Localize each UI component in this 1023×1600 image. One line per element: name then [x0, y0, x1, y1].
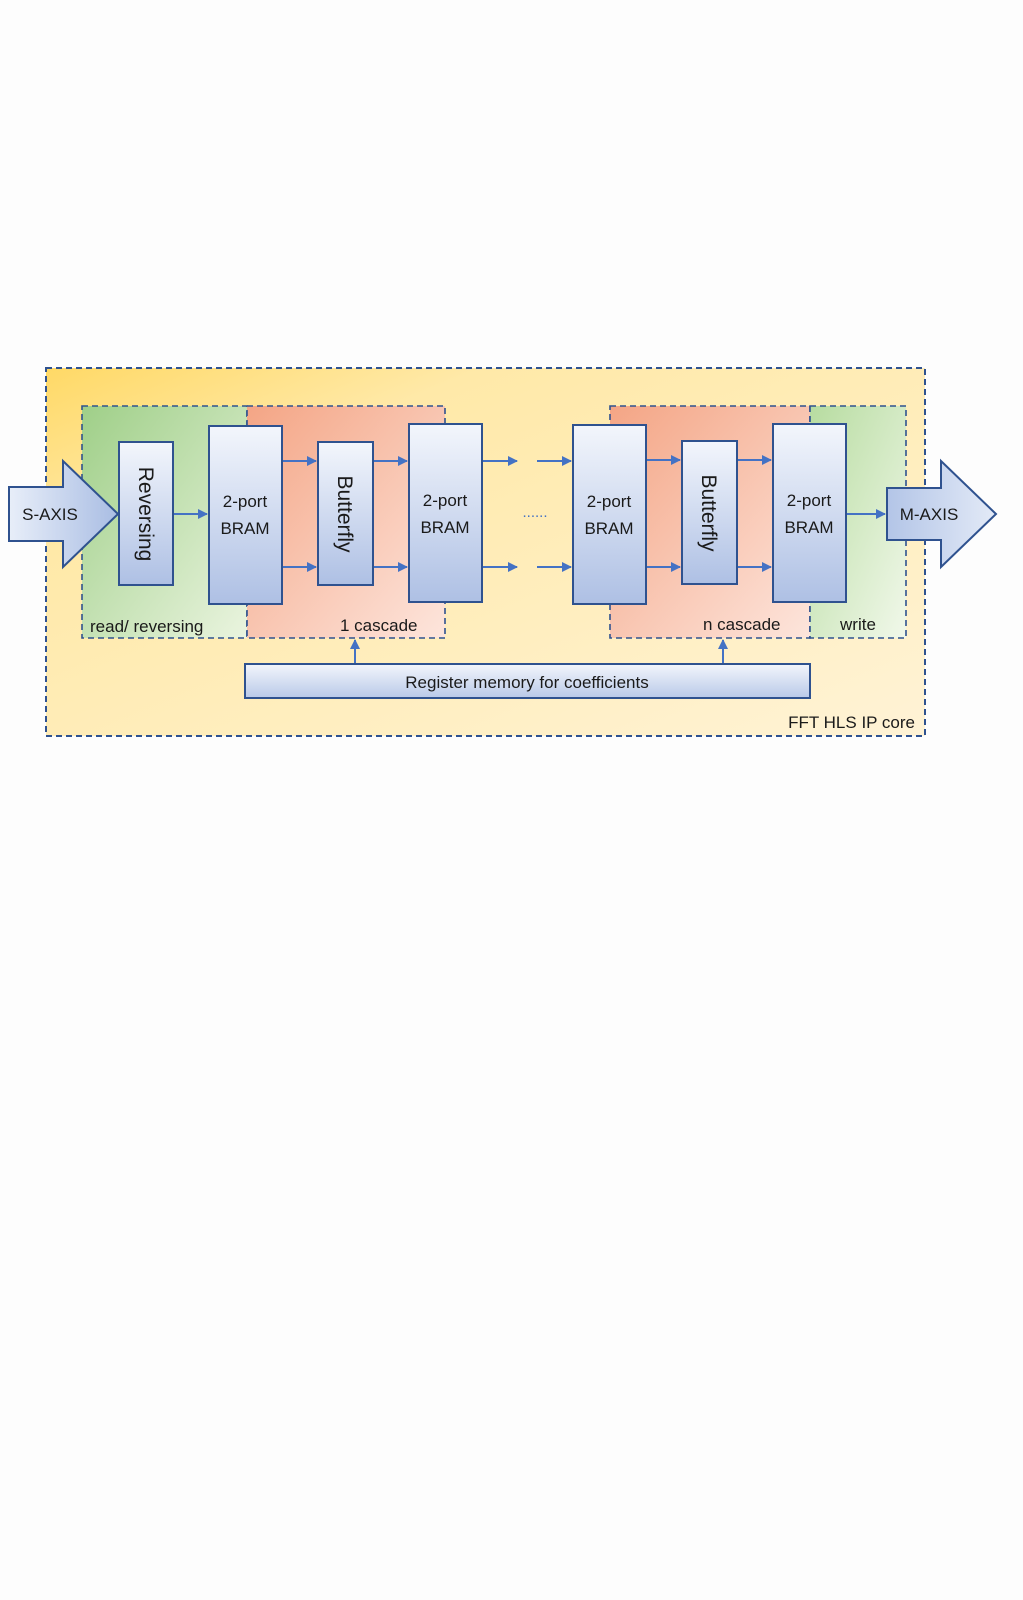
- ellipsis-label: ......: [522, 504, 547, 521]
- connection-arrows: [174, 455, 886, 663]
- s-axis-input-arrow: [8, 458, 120, 570]
- ip-core-label: FFT HLS IP core: [788, 713, 915, 732]
- butterfly-2-label: Butterfly: [697, 474, 720, 552]
- bram-3-label-line1: 2-port: [587, 492, 632, 511]
- bram-2-label-line1: 2-port: [423, 491, 468, 510]
- m-axis-label: M-AXIS: [900, 505, 959, 524]
- reversing-block: [118, 441, 174, 586]
- bram-1-label-line1: 2-port: [223, 492, 268, 511]
- write-stage-label: write: [839, 615, 876, 634]
- first-cascade-label: 1 cascade: [340, 616, 418, 635]
- reversing-label: Reversing: [134, 467, 157, 562]
- coefficient-memory-block: [244, 663, 811, 699]
- s-axis-label: S-AXIS: [22, 505, 78, 524]
- read-reversing-stage-label: read/ reversing: [90, 617, 203, 636]
- bram-block-4: [772, 423, 847, 603]
- butterfly-block-1: [317, 441, 374, 586]
- bram-block-1: [208, 425, 283, 605]
- butterfly-block-2: [681, 440, 738, 585]
- bram-2-label-line2: BRAM: [420, 518, 469, 537]
- last-cascade-label: n cascade: [703, 615, 781, 634]
- bram-4-label-line1: 2-port: [787, 491, 832, 510]
- m-axis-output-arrow: [886, 458, 998, 570]
- butterfly-1-label: Butterfly: [333, 475, 356, 553]
- bram-4-label-line2: BRAM: [784, 518, 833, 537]
- bram-block-2: [408, 423, 483, 603]
- bram-block-3: [572, 424, 647, 605]
- bram-3-label-line2: BRAM: [584, 519, 633, 538]
- bram-1-label-line2: BRAM: [220, 519, 269, 538]
- coefficient-memory-label: Register memory for coefficients: [405, 673, 648, 692]
